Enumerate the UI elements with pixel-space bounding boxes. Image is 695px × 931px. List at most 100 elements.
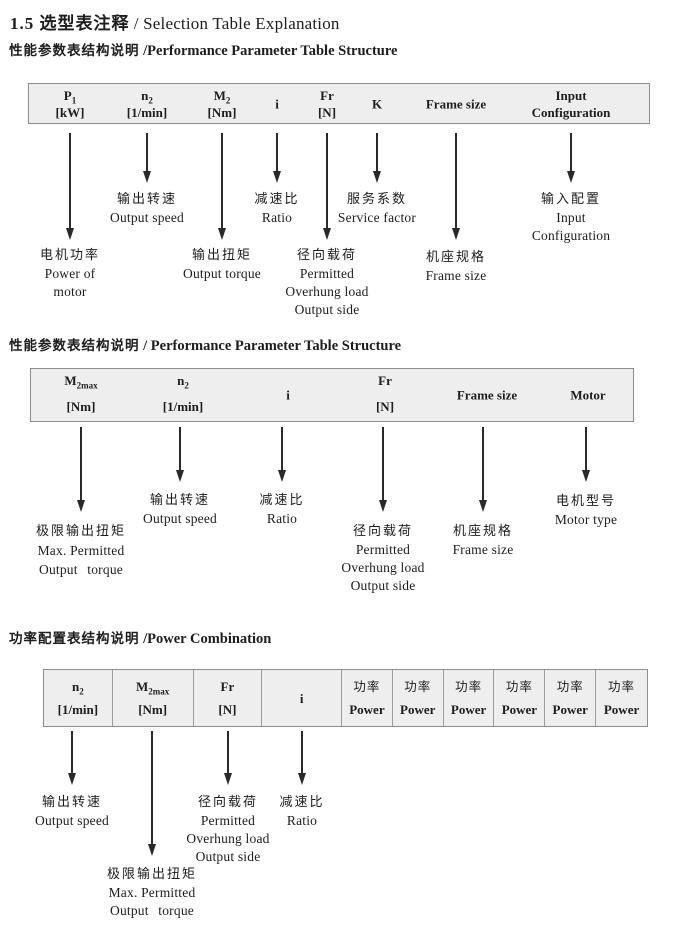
col-p1-unit: [kW] (55, 105, 85, 120)
callout-en: Output side (350, 578, 416, 593)
callout-en: Power of (44, 266, 96, 281)
callout-ratio: 减速比 Ratio (279, 794, 324, 830)
power-zh: 功率 (404, 679, 432, 694)
callout-en: Configuration (531, 228, 611, 243)
callout-en: Overhung load (186, 831, 270, 846)
power-en: Power (400, 702, 436, 717)
callout-zh: 电机型号 (555, 494, 616, 509)
n2-sub: 2 (184, 380, 189, 391)
power-en: Power (450, 702, 487, 717)
callout-en: Ratio (286, 813, 318, 828)
col-n2-symbol: n2 (127, 87, 167, 105)
callout-zh: 输出扭矩 (191, 248, 252, 263)
col-n2-unit: [1/min] (162, 399, 204, 414)
callout-en: Output torque (183, 266, 261, 281)
power-zh: 功率 (505, 679, 533, 694)
col-n2-symbol: n2 (163, 372, 203, 391)
perf-table-2-header: M2max [Nm] n2 [1/min] i Fr [N] Frame siz… (30, 368, 634, 422)
callout-en: Output speed (34, 813, 110, 828)
callout-en: Motor type (554, 512, 618, 527)
callout-en: Service factor (337, 210, 417, 225)
col-n2: n2 [1/min] (44, 670, 113, 726)
power-en: Power (603, 702, 640, 717)
col-motor: Motor (570, 387, 606, 403)
arrow-fr (322, 133, 331, 240)
callout-motor-type: 电机型号 Motor type (555, 493, 617, 529)
col-m2: M2 [Nm] (208, 87, 237, 121)
col-power-3: 功率 Power (444, 670, 495, 726)
power-en: Power (349, 702, 385, 717)
callout-power-of-motor: 电机功率 Power of motor (40, 247, 100, 301)
arrow-i (297, 731, 306, 785)
col-n2-unit: [1/min] (126, 105, 168, 120)
col-fr-symbol: Fr (320, 88, 334, 103)
n2-sym: n (72, 679, 80, 694)
callout-en: Permitted (355, 542, 411, 557)
callout-overhung-load: 径向载荷 Permitted Overhung load Output side (341, 523, 424, 595)
callout-zh: 减速比 (254, 192, 300, 207)
callout-output-speed: 输出转速 Output speed (110, 191, 184, 227)
m2max-sym: M (64, 373, 77, 388)
callout-en: Permitted (299, 266, 355, 281)
section2-heading-en: / Performance Parameter Table Structure (143, 338, 402, 354)
col-fr: Fr [N] (318, 87, 336, 121)
callout-frame-size: 机座规格 Frame size (426, 249, 487, 285)
section1-heading-en: /Performance Parameter Table Structure (143, 43, 398, 59)
col-m2max-symbol: M2max (113, 675, 193, 698)
arrow-n2 (142, 133, 151, 183)
col-i: i (262, 670, 342, 726)
callout-zh: 径向载荷 (197, 795, 258, 810)
arrow-p1 (65, 133, 74, 240)
col-fr-symbol: Fr (378, 373, 392, 388)
callout-en: Frame size (452, 542, 514, 557)
col-power-5: 功率 Power (545, 670, 597, 726)
arrow-n2 (175, 427, 184, 482)
callout-en: Output torque (39, 562, 123, 577)
page-title-zh: 1.5 选型表注释 (10, 14, 130, 33)
col-frame-size: Frame size (456, 387, 518, 403)
power-en: Power (552, 702, 588, 717)
callout-zh: 减速比 (259, 493, 305, 508)
col-n2: n2 [1/min] (163, 372, 203, 415)
col-input-line2: Configuration (531, 105, 611, 120)
callout-output-speed: 输出转速 Output speed (143, 492, 217, 528)
callout-output-speed: 输出转速 Output speed (35, 794, 109, 830)
p1-sym: P (63, 88, 72, 103)
col-power-1: 功率 Power (342, 670, 393, 726)
power-zh: 功率 (353, 679, 381, 694)
col-m2max-symbol: M2max (64, 372, 97, 390)
callout-service-factor: 服务系数 Service factor (338, 191, 416, 227)
section2-heading: 性能参数表结构说明 / Performance Parameter Table … (9, 334, 401, 355)
m2max-sym: M (135, 679, 149, 694)
m2max-sub: 2max (148, 686, 170, 697)
callout-max-output-torque: 极限输出扭矩 Max. Permitted Output torque (107, 866, 197, 920)
col-power-4: 功率 Power (494, 670, 546, 726)
callout-zh: 输出转速 (149, 493, 211, 508)
callout-en: Ratio (266, 511, 298, 526)
power-table-header: n2 [1/min] M2max [Nm] Fr [N] i 功率 Power … (43, 669, 648, 727)
arrow-input-configuration (566, 133, 575, 183)
callout-zh: 输入配置 (540, 192, 601, 207)
callout-en: Overhung load (285, 284, 369, 299)
m2-sym: M (213, 88, 226, 103)
arrow-m2max (147, 731, 156, 856)
col-fr: Fr [N] (376, 372, 394, 415)
col-fr-unit: [N] (317, 105, 337, 120)
section1-heading: 性能参数表结构说明 /Performance Parameter Table S… (9, 39, 397, 60)
n2-sym: n (141, 88, 149, 103)
callout-max-output-torque: 极限输出扭矩 Max. Permitted Output torque (36, 522, 126, 579)
col-n2-symbol: n2 (44, 675, 112, 698)
col-m2-symbol: M2 (208, 87, 237, 105)
arrow-frame-size (478, 427, 487, 512)
arrow-k (372, 133, 381, 183)
arrow-i (272, 133, 281, 183)
col-power-6: 功率 Power (596, 670, 647, 726)
callout-en: Permitted (200, 813, 256, 828)
callout-input-configuration: 输入配置 Input Configuration (532, 191, 610, 245)
col-n2: n2 [1/min] (127, 87, 167, 121)
power-zh: 功率 (608, 679, 636, 694)
col-fr-unit: [N] (375, 399, 395, 414)
power-zh: 功率 (455, 679, 483, 694)
col-i: i (286, 387, 290, 403)
